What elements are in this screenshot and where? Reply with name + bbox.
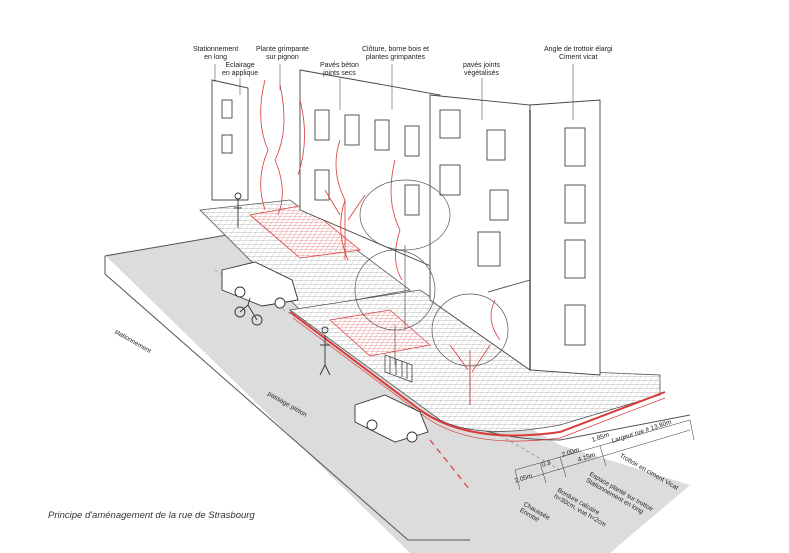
building-left (211, 79, 249, 201)
climbing-plants (260, 79, 501, 341)
red-trees (324, 189, 491, 405)
fence (384, 354, 413, 383)
dimension-lines (514, 419, 695, 491)
red-curb-corner (289, 311, 666, 437)
sidewalk-red-zone (249, 204, 361, 259)
car-parked (221, 261, 299, 309)
building-corner (429, 94, 601, 376)
car-moving (354, 394, 429, 443)
road-edge-bottom (104, 256, 470, 541)
pedestrians (234, 192, 331, 376)
leader-lines (214, 64, 574, 120)
figure-caption: Principe d'aménagement de la rue de Stra… (48, 510, 255, 521)
building-middle (299, 69, 441, 271)
red-curb-inner (292, 317, 666, 442)
planting-strip (329, 309, 431, 357)
bicycle (234, 297, 263, 326)
